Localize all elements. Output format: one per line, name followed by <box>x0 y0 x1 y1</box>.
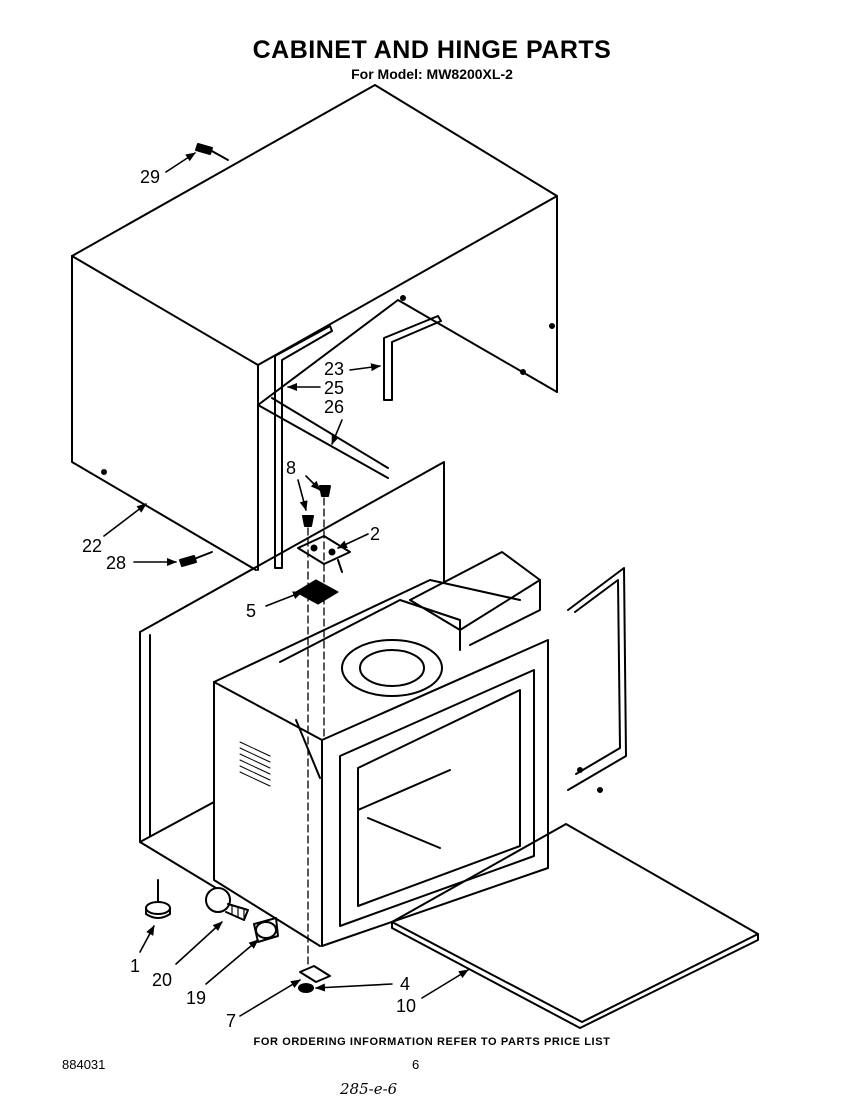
hinge-7 <box>299 965 331 983</box>
screw-29 <box>195 143 229 161</box>
document-number: 884031 <box>62 1057 106 1072</box>
callout-4: 4 <box>400 974 410 994</box>
screw-28 <box>179 551 213 567</box>
callout-26: 26 <box>324 397 344 417</box>
callout-10: 10 <box>396 996 416 1016</box>
hinge-rails <box>274 315 442 569</box>
hinge-bracket-2 <box>297 535 351 573</box>
lamp-20 <box>205 887 249 921</box>
callout-5: 5 <box>246 601 256 621</box>
callout-7: 7 <box>226 1011 236 1031</box>
callout-23: 23 <box>324 359 344 379</box>
base-chassis <box>139 461 627 889</box>
callout-labels: 29 23 25 26 8 2 22 28 5 1 20 19 7 4 10 <box>82 167 416 1031</box>
screws-8 <box>302 485 331 527</box>
hinge-pad-5 <box>295 579 339 605</box>
callout-2: 2 <box>370 524 380 544</box>
handwritten-note: 285-e-6 <box>340 1080 398 1098</box>
cabinet-wrapper <box>71 84 558 571</box>
bottom-plate <box>391 823 759 1029</box>
callout-1: 1 <box>130 956 140 976</box>
foot-1 <box>145 879 171 919</box>
ordering-note: FOR ORDERING INFORMATION REFER TO PARTS … <box>253 1036 611 1048</box>
lamp-socket-19 <box>253 917 279 943</box>
callout-22: 22 <box>82 536 102 556</box>
callout-20: 20 <box>152 970 172 990</box>
callout-19: 19 <box>186 988 206 1008</box>
model-subtitle: For Model: MW8200XL-2 <box>351 66 513 82</box>
page-number: 6 <box>412 1057 420 1072</box>
hinge-pin-line <box>307 497 325 967</box>
washer-4 <box>298 983 314 993</box>
oven-cavity <box>213 551 549 947</box>
diagram-title: CABINET AND HINGE PARTS <box>252 36 612 64</box>
callout-29: 29 <box>140 167 160 187</box>
callout-28: 28 <box>106 553 126 573</box>
callout-8: 8 <box>286 458 296 478</box>
callout-25: 25 <box>324 378 344 398</box>
callout-leaders <box>103 152 469 1017</box>
